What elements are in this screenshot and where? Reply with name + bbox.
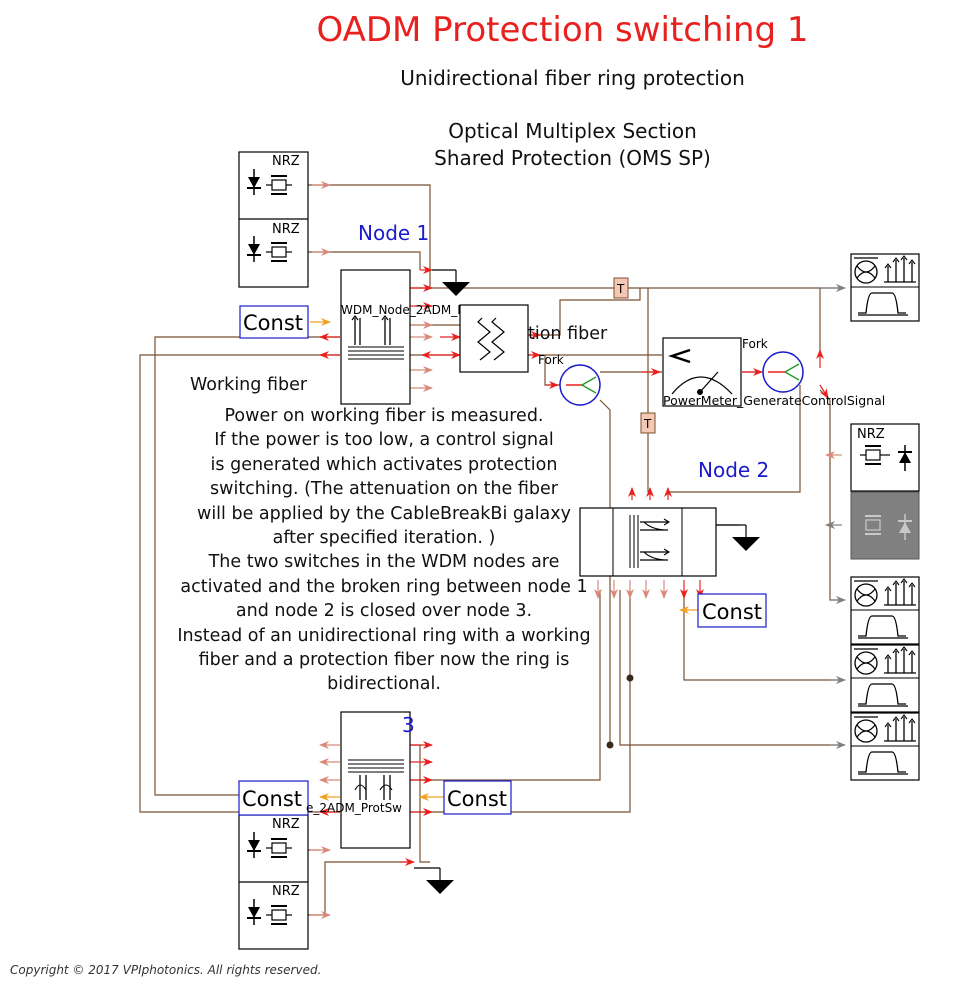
const-label: Const <box>447 787 507 811</box>
ground-icon <box>441 269 471 297</box>
power-meter-block[interactable]: PowerMeter_GenerateControlSignal <box>662 337 885 408</box>
fork-1[interactable]: Fork <box>538 353 601 406</box>
protection-fiber-label: tion fiber <box>528 324 608 344</box>
wdm-node-1[interactable]: WDM_Node_2ADM_ProtSw <box>340 269 499 405</box>
page-title: OADM Protection switching 1 <box>316 10 809 50</box>
node3-label-fragment: 3 <box>402 713 415 737</box>
description-line: and node 2 is closed over node 3. <box>235 601 533 622</box>
nrz-label: NRZ <box>272 817 300 832</box>
power-meter-label: PowerMeter_GenerateControlSignal <box>663 393 885 408</box>
ground-icon <box>731 524 761 552</box>
const-block-top-left[interactable]: Const <box>239 305 309 339</box>
const-label: Const <box>242 787 302 811</box>
description-line: fiber and a protection fiber now the rin… <box>198 650 570 671</box>
nrz-transmitter-block-top[interactable]: NRZ NRZ <box>238 151 309 288</box>
description-text: Power on working fiber is measured. If t… <box>168 404 600 697</box>
junction-dot <box>626 674 634 682</box>
description-line: If the power is too low, a control signa… <box>214 430 554 451</box>
test-point-top[interactable]: T <box>613 277 629 299</box>
nrz-receiver-block-disabled[interactable] <box>850 491 920 560</box>
node2-label: Node 2 <box>698 458 769 482</box>
ground-icon <box>425 867 455 895</box>
test-point-node2[interactable]: T <box>640 412 656 434</box>
const-block-bottom-right[interactable]: Const <box>443 780 512 815</box>
spectrum-analyzer-node2-a[interactable] <box>850 576 920 645</box>
test-point-label: T <box>616 282 625 296</box>
fork-2[interactable]: Fork <box>742 337 804 393</box>
description-line: activated and the broken ring between no… <box>180 576 588 597</box>
test-point-label: T <box>643 417 652 431</box>
nrz-label: NRZ <box>272 154 300 169</box>
page-subtitle: Unidirectional fiber ring protection <box>400 66 745 90</box>
arrows <box>310 181 846 919</box>
switch-block[interactable] <box>459 304 529 373</box>
description-line: will be applied by the CableBreakBi gala… <box>197 503 571 524</box>
wdm-node-2[interactable] <box>579 507 717 577</box>
const-block-node2[interactable]: Const <box>697 593 767 628</box>
const-block-bottom-left[interactable]: Const <box>238 780 309 816</box>
junction-dot <box>606 741 614 749</box>
description-line: is generated which activates protection <box>210 454 558 475</box>
const-label: Const <box>702 600 762 624</box>
description-line: after specified iteration. ) <box>272 528 496 549</box>
nrz-transmitter-block-bottom[interactable]: NRZ NRZ <box>238 814 309 950</box>
nrz-label: NRZ <box>272 222 300 237</box>
wdm-node-label: WDM_Node_2ADM_ProtSw <box>341 303 499 317</box>
spectrum-analyzer-node2-b[interactable] <box>850 644 920 713</box>
description-line: switching. (The attenuation on the fiber <box>210 479 558 500</box>
description-line: The two switches in the WDM nodes are <box>208 552 560 573</box>
wdm-node-3[interactable]: e_2ADM_ProtSw <box>306 711 411 849</box>
scheme-title-line2: Shared Protection (OMS SP) <box>434 146 711 170</box>
nrz-label: NRZ <box>272 884 300 899</box>
copyright-notice: Copyright © 2017 VPIphotonics. All right… <box>10 963 322 977</box>
nrz-receiver-block-right[interactable]: NRZ <box>850 423 920 492</box>
nrz-label: NRZ <box>857 427 885 442</box>
description-line: bidirectional. <box>327 674 441 695</box>
description-line: Power on working fiber is measured. <box>224 406 544 426</box>
spectrum-analyzer-node3[interactable] <box>850 712 920 781</box>
fork-label: Fork <box>742 337 768 351</box>
scheme-title-line1: Optical Multiplex Section <box>448 119 697 143</box>
wdm-node-label: e_2ADM_ProtSw <box>306 801 402 815</box>
description-line: Instead of an unidirectional ring with a… <box>177 625 591 646</box>
spectrum-analyzer-top[interactable] <box>850 253 920 322</box>
working-fiber-label: Working fiber <box>190 375 308 395</box>
node1-label: Node 1 <box>358 221 429 245</box>
fork-label: Fork <box>538 353 564 367</box>
const-label: Const <box>243 311 303 335</box>
